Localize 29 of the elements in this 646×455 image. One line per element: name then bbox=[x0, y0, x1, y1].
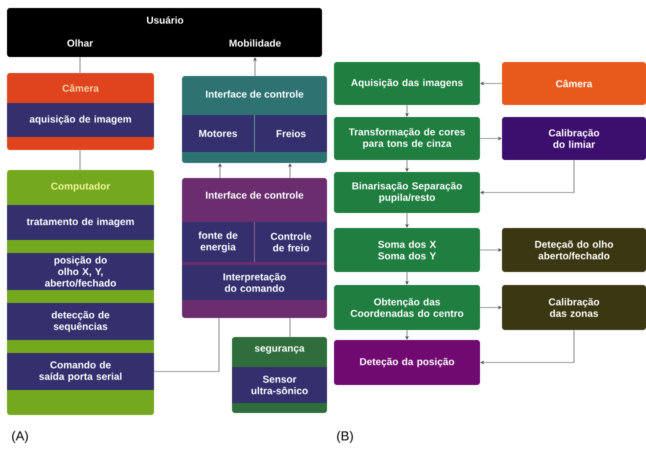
step-box: Deteçaõ do olho aberto/fechado bbox=[502, 228, 646, 272]
section-band: tratamento de imagem bbox=[7, 205, 154, 240]
step-box: Calibração do limiar bbox=[502, 117, 646, 160]
section-band: fonte de energia bbox=[182, 222, 254, 262]
step-box: Deteção da posição bbox=[334, 340, 480, 385]
user-box: Usuário Olhar Mobilidade bbox=[7, 8, 322, 57]
step-box: Aquisição das imagens bbox=[334, 62, 480, 105]
section-band: Motores bbox=[182, 115, 254, 152]
section-band: Freios bbox=[255, 115, 327, 152]
step-box: Binarisação Separação pupila/resto bbox=[334, 172, 480, 213]
step-box: Soma dos X Soma dos Y bbox=[334, 228, 480, 272]
step-box: Transformação de cores para tons de cinza bbox=[334, 117, 480, 160]
section-band: Interpretação do comando bbox=[182, 265, 327, 300]
section-band: posição do olho X, Y, aberto/fechado bbox=[7, 253, 154, 290]
section-band: Comando de saída porta serial bbox=[7, 353, 154, 390]
step-box: Câmera bbox=[502, 62, 646, 105]
section-band: detecção de sequências bbox=[7, 303, 154, 340]
section-band: aquisição de imagem bbox=[7, 103, 154, 137]
node-label: Motores bbox=[199, 130, 238, 137]
node-label: fonte de energia bbox=[198, 232, 238, 252]
connector bbox=[154, 318, 220, 372]
step-box: Calibração das zonas bbox=[502, 285, 646, 330]
node-label: Controle de freio bbox=[270, 232, 312, 252]
node-label: Freios bbox=[276, 130, 306, 138]
section-band: Controle de freio bbox=[255, 222, 327, 262]
section-band: Sensor ultra-sônico bbox=[232, 367, 327, 403]
step-box: Obtenção das Coordenadas do centro bbox=[334, 285, 480, 330]
panel-label: (B) bbox=[337, 430, 353, 444]
panel-label: (A) bbox=[12, 430, 28, 444]
